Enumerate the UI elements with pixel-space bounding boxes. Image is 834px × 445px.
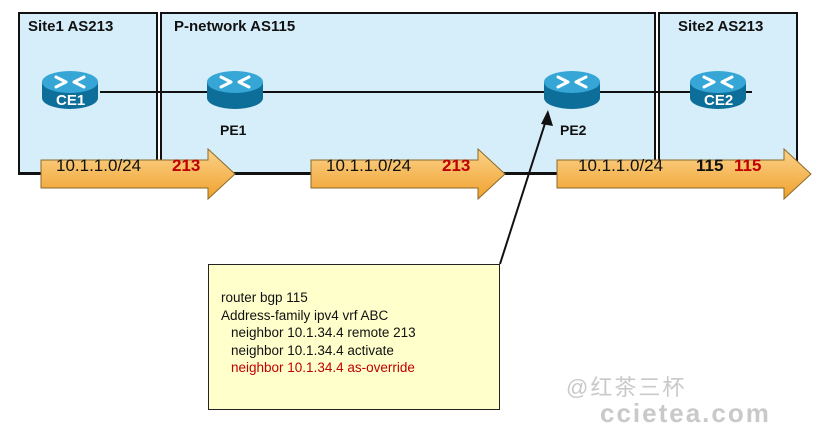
as-path-value: 213 (442, 156, 471, 175)
arrow-shape (556, 148, 812, 200)
callout-arrowhead (541, 110, 553, 126)
router-pe2-icon (544, 71, 600, 109)
config-line: neighbor 10.1.34.4 activate (231, 342, 394, 358)
as-path-value: 115 (734, 156, 762, 175)
pe2-label: PE2 (560, 122, 587, 138)
as-path-value: 213 (172, 156, 201, 175)
route-arrow-site2: 10.1.1.0/24 115 115 (556, 148, 812, 200)
pe1-label: PE1 (220, 122, 247, 138)
ce2-label: CE2 (704, 92, 734, 109)
site2-title: Site2 AS213 (678, 18, 764, 35)
site1-title: Site1 AS213 (28, 18, 114, 35)
provider-network-title: P-network AS115 (174, 18, 296, 35)
arrow-shape (310, 148, 506, 200)
route-prefix: 10.1.1.0/24 (56, 156, 142, 175)
watermark-site: ccietea.com (600, 398, 771, 428)
watermark-author: @红茶三杯 (566, 375, 687, 400)
route-arrow-site1: 10.1.1.0/24 213 (40, 148, 236, 200)
router-ce2-icon (690, 71, 746, 109)
as-path-value: 115 (696, 156, 724, 175)
callout-pointer (499, 113, 549, 265)
router-pe1-icon (207, 71, 263, 109)
config-line: neighbor 10.1.34.4 remote 213 (231, 325, 416, 340)
config-line: router bgp 115 (221, 290, 308, 305)
ce1-label: CE1 (56, 92, 86, 109)
route-arrow-provider: 10.1.1.0/24 213 (310, 148, 506, 200)
pe2-config-callout: router bgp 115 Address-family ipv4 vrf A… (208, 264, 500, 410)
arrow-shape (40, 148, 236, 200)
config-line-highlighted: neighbor 10.1.34.4 as-override (231, 360, 415, 375)
config-line: Address-family ipv4 vrf ABC (221, 307, 389, 323)
route-prefix: 10.1.1.0/24 (326, 156, 412, 175)
route-prefix: 10.1.1.0/24 (578, 156, 664, 175)
router-ce1-icon (42, 71, 98, 109)
